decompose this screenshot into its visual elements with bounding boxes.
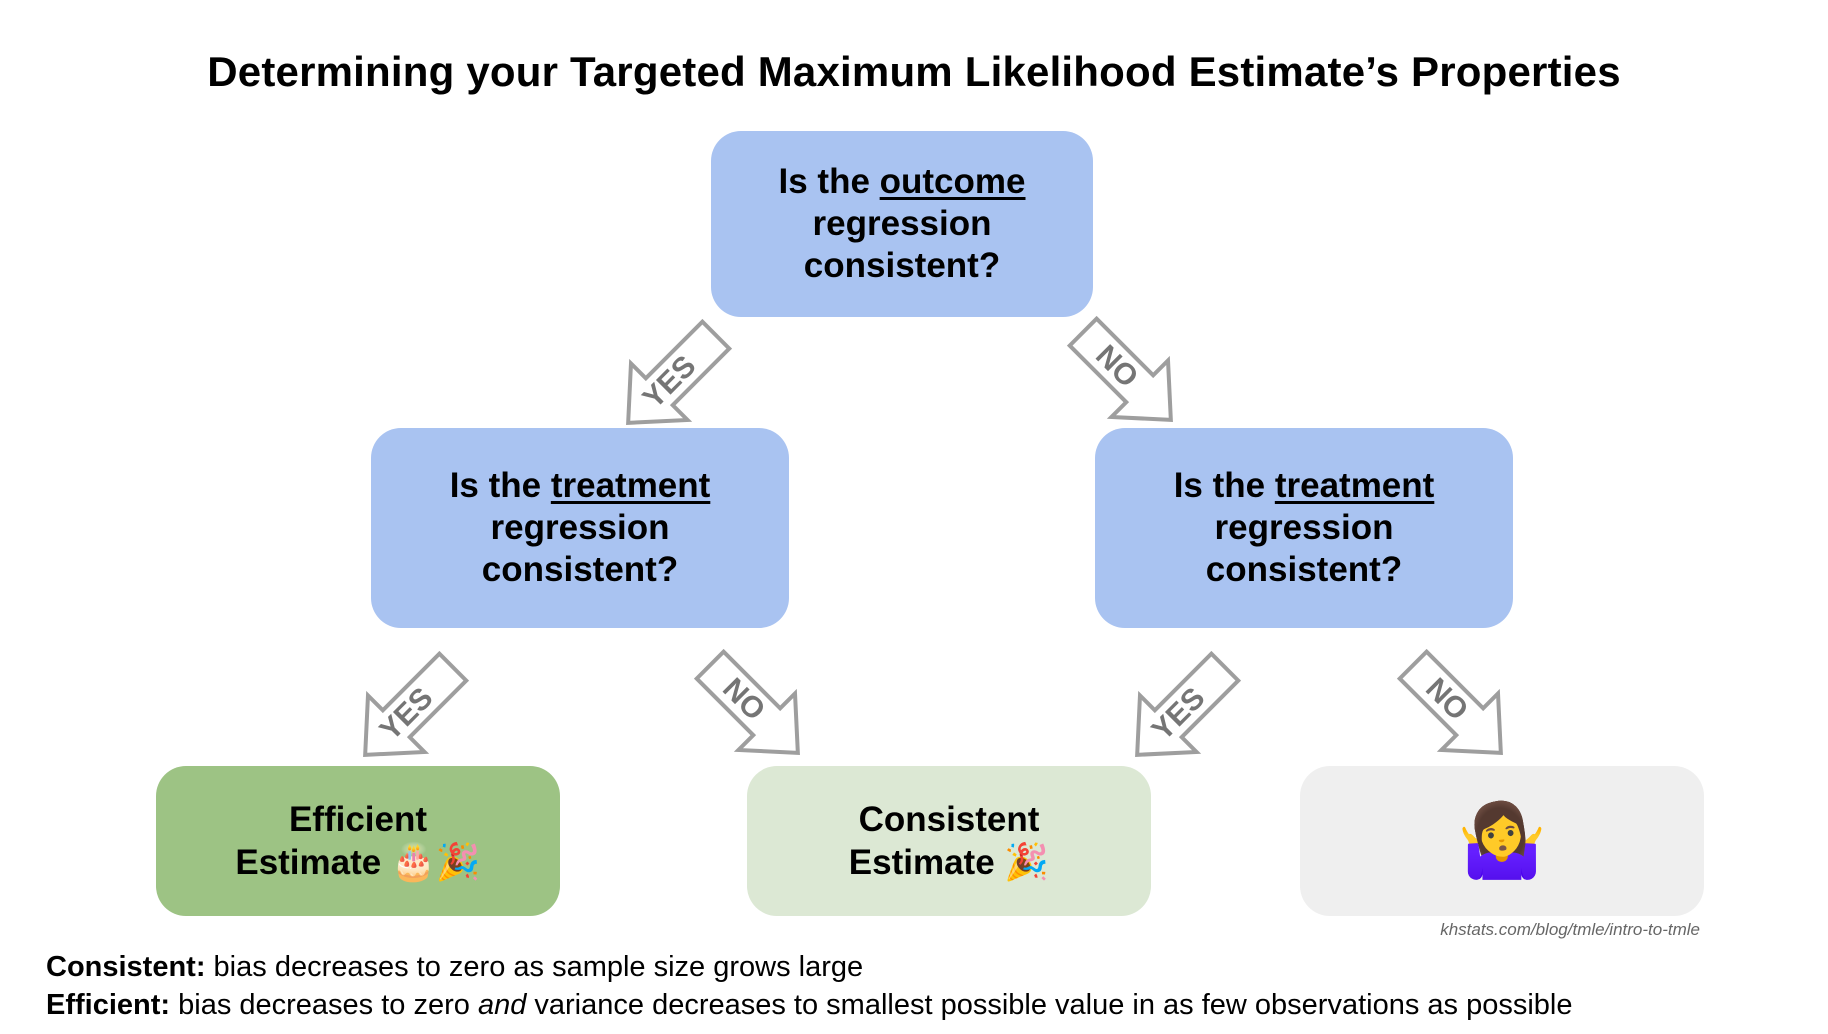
- right-question-keyword: treatment: [1274, 466, 1435, 505]
- right-question-line1: Is the treatment: [1174, 465, 1435, 507]
- right-question-line3: consistent?: [1205, 550, 1403, 589]
- definition-efficient-text-before: bias decreases to zero: [170, 989, 478, 1021]
- efficient-estimate-box: Efficient Estimate 🎂🎉: [156, 766, 560, 916]
- efficient-estimate-word: Estimate: [235, 842, 382, 882]
- arrow-right-no: NO: [1396, 648, 1503, 755]
- consistent-estimate-box: Consistent Estimate 🎉: [747, 766, 1151, 916]
- left-question-prefix: Is the: [449, 466, 551, 505]
- shrug-icon: 🤷‍♀️: [1457, 801, 1547, 881]
- right-question-prefix: Is the: [1173, 466, 1275, 505]
- definition-efficient-term: Efficient:: [46, 989, 171, 1021]
- left-question-box: Is the treatment regression consistent?: [371, 428, 789, 628]
- arrow-left-yes: YES: [363, 650, 470, 757]
- left-question-line1: Is the treatment: [450, 465, 711, 507]
- right-question-line2: regression: [1214, 508, 1394, 547]
- party-popper-icon: 🎉: [1004, 840, 1050, 882]
- left-question-line3: consistent?: [481, 550, 679, 589]
- left-question-line2: regression: [490, 508, 670, 547]
- consistent-estimate-line1: Consistent: [858, 799, 1040, 839]
- root-question-line3: consistent?: [803, 246, 1001, 285]
- efficient-estimate-line2: Estimate 🎂🎉: [235, 841, 480, 884]
- definition-efficient-emphasis: and: [477, 989, 527, 1021]
- unknown-outcome-box: 🤷‍♀️: [1300, 766, 1704, 916]
- cake-party-icon: 🎂🎉: [390, 840, 481, 882]
- root-question-box: Is the outcome regression consistent?: [711, 131, 1093, 317]
- root-question-line2: regression: [812, 204, 992, 243]
- arrow-right-yes: YES: [1135, 650, 1242, 757]
- definition-efficient: Efficient: bias decreases to zero and va…: [46, 986, 1573, 1024]
- diagram-title: Determining your Targeted Maximum Likeli…: [207, 48, 1621, 95]
- definitions: Consistent: bias decreases to zero as sa…: [46, 948, 1573, 1024]
- root-question-keyword: outcome: [879, 162, 1026, 201]
- definition-efficient-text-after: variance decreases to smallest possible …: [526, 989, 1573, 1021]
- arrow-left-no: NO: [693, 648, 800, 755]
- efficient-estimate-line1: Efficient: [288, 799, 428, 839]
- left-question-keyword: treatment: [550, 466, 711, 505]
- root-question-line1: Is the outcome: [779, 161, 1026, 203]
- definition-consistent-term: Consistent:: [46, 951, 206, 983]
- right-question-box: Is the treatment regression consistent?: [1095, 428, 1513, 628]
- root-question-prefix: Is the: [778, 162, 880, 201]
- arrow-root-no: NO: [1066, 315, 1173, 422]
- source-link[interactable]: khstats.com/blog/tmle/intro-to-tmle: [1440, 920, 1700, 939]
- consistent-estimate-word: Estimate: [848, 842, 995, 882]
- definition-consistent: Consistent: bias decreases to zero as sa…: [46, 948, 1573, 986]
- definition-consistent-text: bias decreases to zero as sample size gr…: [205, 951, 864, 983]
- consistent-estimate-line2: Estimate 🎉: [849, 841, 1049, 884]
